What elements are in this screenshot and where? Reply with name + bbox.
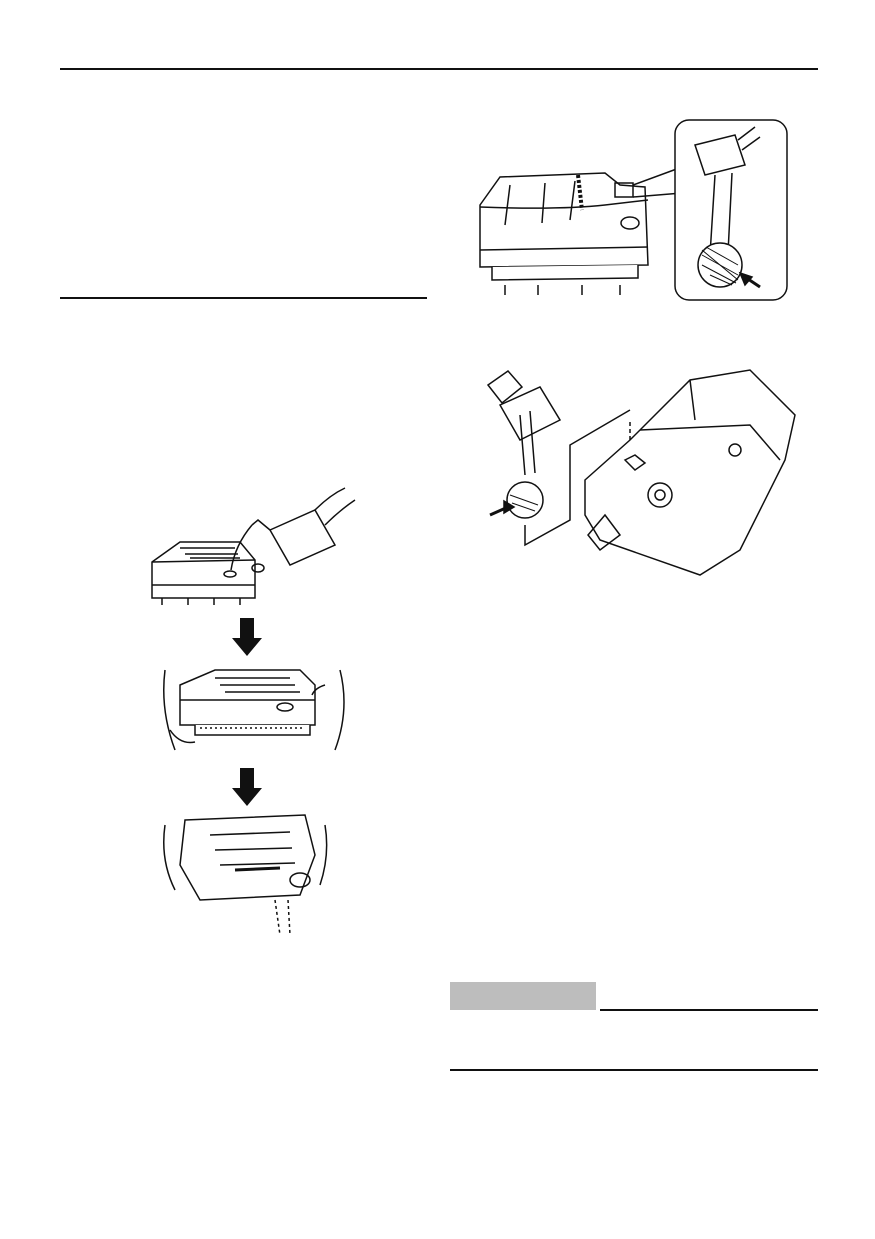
fuel-pickup-exploded-figure	[480, 365, 800, 580]
fuel-tank-cleaning-figure	[140, 470, 360, 940]
fuel-pickup-assembly	[486, 369, 562, 519]
down-arrow-icon	[232, 768, 262, 806]
down-arrow-icon	[232, 618, 262, 656]
fuel-gauge-assembly	[694, 126, 761, 289]
pour-fuel-step	[151, 487, 356, 605]
header-rule	[60, 68, 818, 70]
fuel-tank-tilted	[584, 369, 796, 576]
drain-tank-step	[163, 814, 328, 936]
fuel-tank-gauge-inset-figure	[470, 115, 790, 305]
section-rule-left	[60, 297, 427, 299]
fuel-tank	[479, 172, 649, 295]
shake-tank-step	[163, 669, 345, 751]
note-label-box	[450, 982, 596, 1010]
note-rule-bottom	[450, 1069, 818, 1071]
note-rule-top	[600, 1009, 818, 1011]
